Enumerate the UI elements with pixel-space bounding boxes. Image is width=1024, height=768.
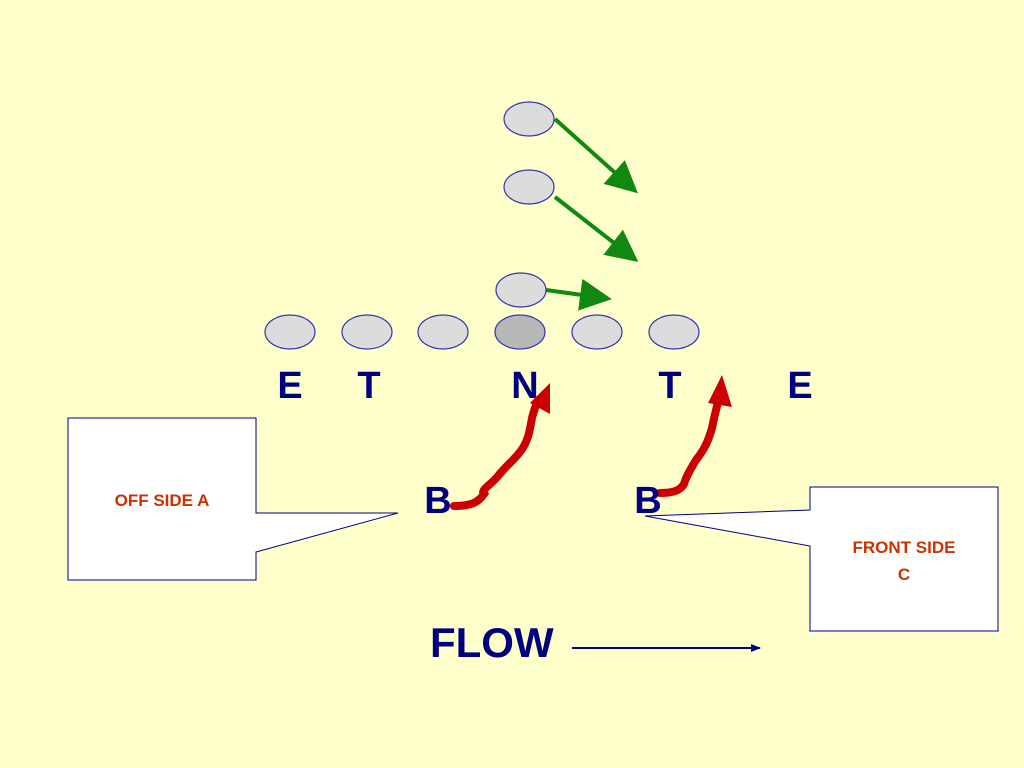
lineman-1 (264, 314, 316, 350)
label-e-right: E (787, 365, 812, 407)
red-arrowhead-right (708, 375, 732, 407)
callout-off-side-box (67, 417, 399, 581)
back-arrows (450, 375, 732, 510)
green-arrow-1 (553, 117, 638, 194)
players (264, 101, 700, 350)
red-arrow-right (656, 398, 722, 497)
green-arrow-3 (545, 278, 612, 311)
lineman-center (494, 314, 546, 350)
callout-front-side-line2: C (898, 565, 910, 584)
lineman-6 (648, 314, 700, 350)
linebacker-low (495, 272, 547, 308)
callout-front-side: FRONT SIDE C (644, 486, 999, 632)
lineman-5 (571, 314, 623, 350)
back-left: B (424, 480, 451, 522)
callout-off-side: OFF SIDE A (67, 417, 399, 581)
flow-indicator: FLOW (430, 619, 761, 666)
red-arrow-left (450, 396, 542, 510)
callout-front-side-line1: FRONT SIDE (853, 538, 956, 557)
linebacker-top (503, 101, 555, 137)
label-e-left: E (277, 365, 302, 407)
callout-front-side-box (644, 486, 999, 632)
flow-label: FLOW (430, 619, 554, 666)
red-arrowhead-left (530, 383, 550, 414)
green-arrow-2 (553, 195, 639, 262)
backs: B B (424, 480, 661, 522)
lineman-3 (417, 314, 469, 350)
lineman-2 (341, 314, 393, 350)
linebacker-middle (503, 169, 555, 205)
linebacker-arrows (545, 117, 639, 311)
label-t-left: T (357, 365, 380, 407)
label-t-right: T (658, 365, 681, 407)
callout-off-side-text: OFF SIDE A (115, 491, 210, 510)
line-labels: E T N T E (277, 365, 812, 407)
back-right: B (634, 480, 661, 522)
